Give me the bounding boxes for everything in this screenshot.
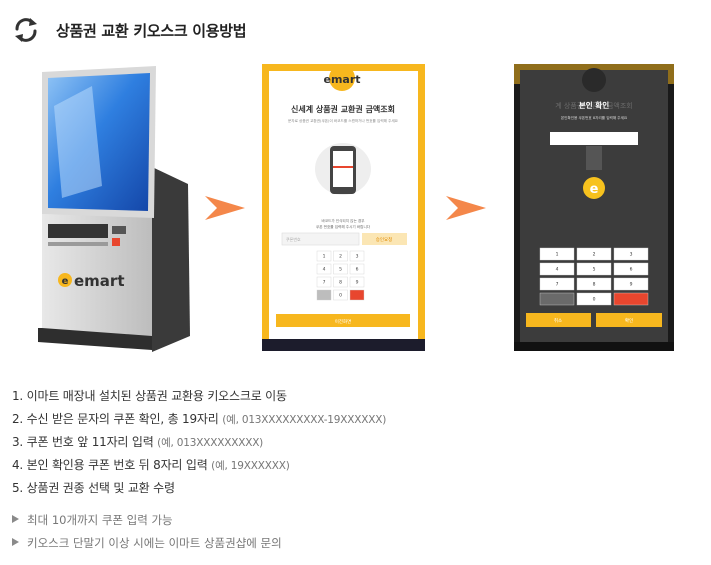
coupon-number-input[interactable] [281, 232, 360, 246]
keypad-key[interactable] [349, 289, 365, 301]
keypad-key[interactable] [316, 263, 332, 275]
keypad-key-label: 0 [593, 297, 596, 303]
keypad-key-label: 3 [630, 252, 633, 258]
keypad-key-label: 2 [339, 254, 342, 260]
keypad-key[interactable] [349, 250, 365, 262]
keypad-key[interactable] [539, 292, 575, 306]
keypad-key-label: 5 [339, 267, 342, 273]
step-item: 1. 이마트 매장내 설치된 상품권 교환용 키오스크로 이동 [12, 389, 287, 403]
keypad-key[interactable] [333, 289, 348, 301]
keypad-key[interactable] [349, 276, 365, 288]
coupon-input-placeholder: 쿠폰번호 [286, 236, 301, 242]
keypad-key-label: 2 [593, 252, 596, 258]
note-item: 최대 10개까지 쿠폰 입력 가능 [12, 512, 282, 535]
cancel-button[interactable] [526, 313, 591, 327]
keypad-key[interactable] [613, 262, 649, 276]
svg-text:e: e [62, 276, 69, 287]
note-item: 키오스크 단말기 이상 시에는 이마트 상품권샵에 문의 [12, 535, 282, 558]
screen2-title: 본인 확인 [579, 100, 609, 110]
arrow-right-icon [205, 196, 245, 220]
identity-number-input[interactable] [550, 132, 638, 145]
keypad-key[interactable] [576, 292, 612, 306]
svg-text:취소: 취소 [554, 317, 562, 324]
keypad-key[interactable] [539, 262, 575, 276]
keypad-key-label: 4 [323, 267, 326, 273]
svg-text:확인: 확인 [625, 317, 633, 324]
keypad-key[interactable] [613, 292, 649, 306]
step-arrow [205, 196, 245, 224]
keypad-key[interactable] [333, 263, 348, 275]
page-title: 상품권 교환 키오스크 이용방법 [56, 21, 247, 40]
page-header: 상품권 교환 키오스크 이용방법 [11, 14, 247, 46]
screen2-subtitle: 본인확인용 쿠폰번호 8자리를 입력해 주세요 [561, 115, 628, 120]
keypad-key-label: 5 [593, 267, 596, 273]
keypad-key[interactable] [576, 277, 612, 291]
keypad-key[interactable] [316, 250, 332, 262]
keypad-key[interactable] [349, 263, 365, 275]
keypad-key-label: 7 [323, 280, 326, 286]
kiosk-brand-logo: emart [74, 272, 125, 290]
instruction-steps: 1. 이마트 매장내 설치된 상품권 교환용 키오스크로 이동 2. 수신 받은… [12, 388, 386, 503]
confirm-button[interactable] [596, 313, 662, 327]
svg-text:이전화면: 이전화면 [335, 318, 352, 325]
keypad-key[interactable] [539, 247, 575, 261]
refresh-icon [15, 18, 37, 42]
screen1-title: 신세계 상품권 교환권 금액조회 [291, 104, 395, 114]
triangle-bullet-icon [12, 515, 19, 523]
screen1-hint-1: 바코드가 인식되지 않는 경우 [321, 218, 365, 223]
kiosk-illustration: e emart [32, 66, 192, 356]
previous-screen-button[interactable] [276, 314, 410, 327]
kiosk-screen-coupon-lookup: emart 신세계 상품권 교환권 금액조회 문자로 상품권 교환권(쿠폰)이 … [262, 64, 425, 351]
keypad-key[interactable] [576, 247, 612, 261]
keypad-key-label: 9 [356, 280, 359, 286]
screen2-title-behind: 계 상품권 교환권 금액조회 [555, 101, 633, 110]
keypad-key-label: 8 [593, 282, 596, 288]
screen2-keypad: 1 2 3 4 5 6 7 8 9 0 [539, 247, 649, 306]
keypad-key-label: 6 [630, 267, 633, 273]
screen1-hint-2: 쿠폰 번호를 입력해 주시기 바랍니다 [316, 224, 371, 229]
emart-e-badge [583, 177, 605, 199]
arrow-right-icon [446, 196, 486, 220]
keypad-key[interactable] [613, 247, 649, 261]
keypad-key[interactable] [613, 277, 649, 291]
screen1-keypad: 1 2 3 4 5 6 7 8 9 0 [316, 250, 365, 301]
keypad-key[interactable] [316, 276, 332, 288]
keypad-key[interactable] [333, 250, 348, 262]
keypad-key-label: 0 [339, 293, 342, 299]
keypad-key[interactable] [333, 276, 348, 288]
triangle-bullet-icon [12, 538, 19, 546]
step-arrow [446, 196, 486, 224]
step-item: 3. 쿠폰 번호 앞 11자리 입력 (예, 013XXXXXXXXX) [12, 435, 264, 449]
keypad-key[interactable] [316, 289, 332, 301]
approval-request-button[interactable] [362, 233, 407, 245]
kiosk-screen-identity-check: 계 상품권 교환권 금액조회 본인 확인 본인확인용 쿠폰번호 8자리를 입력해… [514, 64, 674, 351]
keypad-key-label: 4 [556, 267, 559, 273]
keypad-key[interactable] [539, 277, 575, 291]
keypad-key-label: 8 [339, 280, 342, 286]
keypad-key-label: 3 [356, 254, 359, 260]
emart-logo: emart [323, 73, 360, 86]
step-item: 5. 상품권 권종 선택 및 교환 수령 [12, 481, 175, 495]
keypad-key-label: 6 [356, 267, 359, 273]
svg-text:승인요청: 승인요청 [376, 236, 393, 243]
keypad-key-label: 9 [630, 282, 633, 288]
step-item: 4. 본인 확인용 쿠폰 번호 뒤 8자리 입력 (예, 19XXXXXX) [12, 458, 290, 472]
keypad-key-label: 7 [556, 282, 559, 288]
step-item: 2. 수신 받은 문자의 쿠폰 확인, 총 19자리 (예, 013XXXXXX… [12, 412, 387, 426]
svg-text:e: e [590, 182, 599, 197]
keypad-key-label: 1 [556, 252, 559, 258]
keypad-key[interactable] [576, 262, 612, 276]
notes-list: 최대 10개까지 쿠폰 입력 가능 키오스크 단말기 이상 시에는 이마트 상품… [12, 512, 282, 558]
screen1-subtitle: 문자로 상품권 교환권(쿠폰)이 바코드를 스캔하거나 번호를 입력해 주세요 [288, 118, 399, 123]
keypad-key-label: 1 [323, 254, 326, 260]
